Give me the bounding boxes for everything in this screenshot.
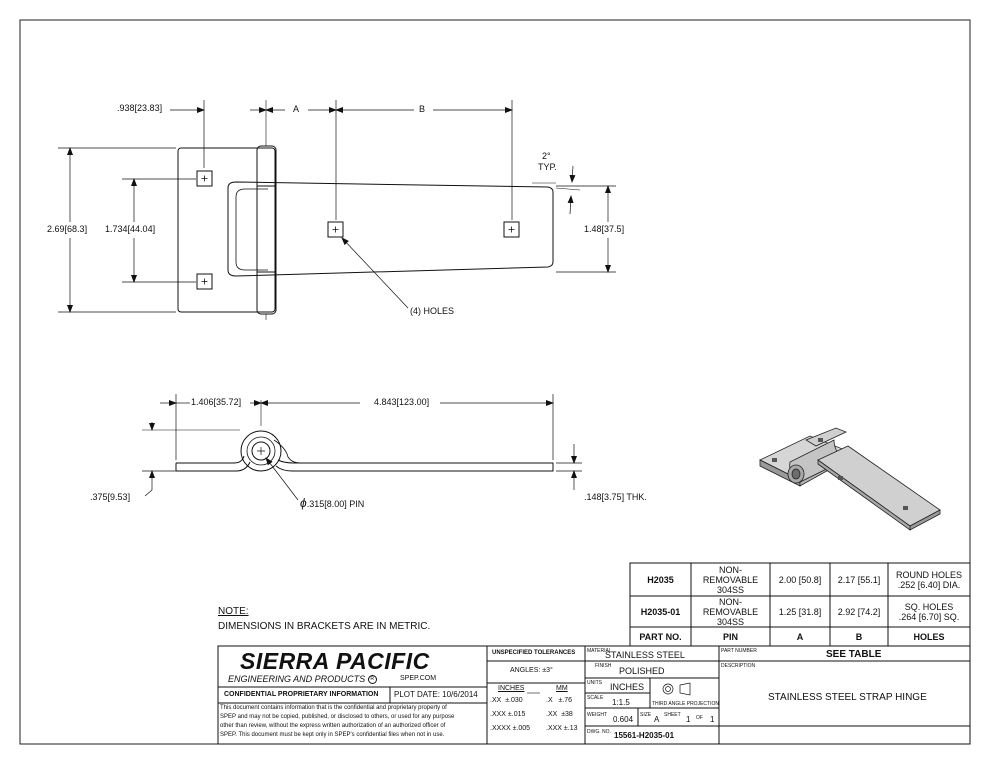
dim-strap-width-label: 1.48[37.5]	[584, 224, 625, 234]
note-text: DIMENSIONS IN BRACKETS ARE IN METRIC.	[218, 621, 431, 632]
material-value: STAINLESS STEEL	[605, 650, 685, 660]
part-number-label: PART NUMBER	[721, 648, 757, 654]
dim-a-label: A	[293, 104, 300, 114]
hinge-isometric-view	[759, 427, 941, 531]
dim-height-label: 2.69[68.3]	[47, 224, 88, 234]
tolerance-row: .XX ±.030	[490, 697, 523, 704]
table-header-holes: HOLES	[913, 631, 945, 642]
table-header-b: B	[855, 631, 863, 642]
company-subtitle: ENGINEERING AND PRODUCTS R	[228, 674, 377, 685]
table-row-holes: ROUND HOLES.252 [6.40] DIA.	[895, 569, 962, 590]
dim-taper-label: TYP.	[538, 162, 557, 172]
confidential-text-line: other than review, without the express w…	[220, 723, 446, 729]
table-row-b: 2.17 [55.1]	[837, 574, 881, 585]
sheet-label: SHEET	[664, 712, 681, 718]
description-value: STAINLESS STEEL STRAP HINGE	[768, 692, 927, 703]
tolerance-row: .XXX ±.13	[546, 725, 578, 732]
size-value: A	[654, 715, 660, 724]
weight-label: WEIGHT	[587, 712, 607, 718]
company-website: SPEP.COM	[400, 675, 437, 682]
tolerances-angles: ANGLES: ±3°	[510, 667, 553, 674]
table-row-a: 1.25 [31.8]	[778, 606, 822, 617]
tolerance-row: .XX ±38	[546, 711, 573, 718]
hinge-knuckle	[256, 145, 277, 315]
top-view	[177, 100, 554, 320]
hole-leaf-bottom	[196, 273, 213, 290]
sheet-value: 1	[686, 715, 691, 724]
finish-label: FINISH	[595, 663, 612, 669]
dim-taper-value: 2°	[542, 151, 551, 161]
top-view-dimensions	[58, 100, 616, 313]
tolerance-row: .XXXX ±.005	[490, 725, 531, 732]
plot-date: PLOT DATE: 10/6/2014	[394, 690, 478, 699]
holes-callout: (4) HOLES	[410, 306, 455, 316]
scale-label: SCALE	[587, 695, 604, 701]
table-row-part: H2035-01	[640, 606, 681, 617]
table-row-b: 2.92 [74.2]	[837, 606, 881, 617]
description-label: DESCRIPTION	[721, 663, 756, 669]
side-view	[175, 400, 554, 472]
table-row-a: 2.00 [50.8]	[778, 574, 822, 585]
dim-offset-label: .938[23.83]	[117, 103, 163, 113]
finish-value: POLISHED	[619, 666, 665, 676]
table-header-pin: PIN	[722, 631, 738, 642]
confidential-text-line: This document contains information that …	[220, 705, 447, 711]
part-table-grid	[629, 562, 971, 647]
dwg-label: DWG. NO.	[587, 729, 611, 735]
dim-pin-offset-label: 1.406[35.72]	[191, 397, 242, 407]
part-number-value: SEE TABLE	[826, 649, 882, 660]
dim-hole-spacing-label: 1.734[44.04]	[105, 224, 156, 234]
tolerance-row: .X ±.76	[546, 697, 573, 704]
side-view-dimensions	[142, 394, 582, 501]
scale-value: 1:1.5	[612, 698, 630, 707]
sheet-total: 1	[710, 715, 715, 724]
hole-strap-2	[503, 221, 520, 238]
confidential-text-line: SPEP and may not be copied, published, o…	[220, 714, 455, 720]
dim-pin-label: ϕ.315[8.00] PIN	[300, 496, 365, 510]
of-label: OF	[696, 715, 703, 721]
units-label: UNITS	[587, 680, 602, 686]
material-label: MATERIAL	[587, 648, 612, 654]
hinge-leaf-plate	[177, 147, 276, 313]
tolerances-title: UNSPECIFIED TOLERANCES	[492, 650, 576, 656]
hinge-strap	[227, 181, 554, 277]
projection-label: THIRD ANGLE PROJECTION	[652, 701, 719, 707]
units-value: INCHES	[610, 682, 645, 692]
weight-value: 0.604	[613, 715, 634, 724]
pin-circle	[251, 441, 271, 461]
company-logo: SIERRA PACIFIC	[240, 648, 430, 674]
hole-leaf-top	[196, 170, 213, 187]
dim-b-label: B	[419, 104, 426, 114]
title-block-grid	[217, 645, 971, 745]
dim-knuckle-label: .375[9.53]	[90, 492, 131, 502]
confidential-label: CONFIDENTIAL PROPRIETARY INFORMATION	[224, 691, 379, 698]
tolerances-mm-header: MM	[556, 685, 568, 692]
size-label: SIZE	[640, 712, 652, 718]
table-row-holes: SQ. HOLES.264 [6.70] SQ.	[898, 601, 960, 622]
dwg-number: 15561-H2035-01	[614, 731, 675, 740]
dim-thickness-label: .148[3.75] THK.	[584, 492, 647, 502]
table-header-part: PART NO.	[639, 631, 682, 642]
knuckle-outer	[240, 430, 282, 472]
tolerance-row: .XXX ±.015	[490, 711, 526, 718]
note-heading: NOTE:	[218, 606, 249, 617]
dim-strap-length-label: 4.843[123.00]	[374, 397, 430, 407]
registered-mark: R	[367, 675, 377, 685]
tolerances-inches-header: INCHES	[498, 685, 525, 692]
hole-strap-1	[327, 221, 344, 238]
table-header-a: A	[796, 631, 804, 642]
table-row-part: H2035	[647, 574, 674, 585]
confidential-text-line: SPEP. This document must be kept only in…	[220, 732, 445, 738]
